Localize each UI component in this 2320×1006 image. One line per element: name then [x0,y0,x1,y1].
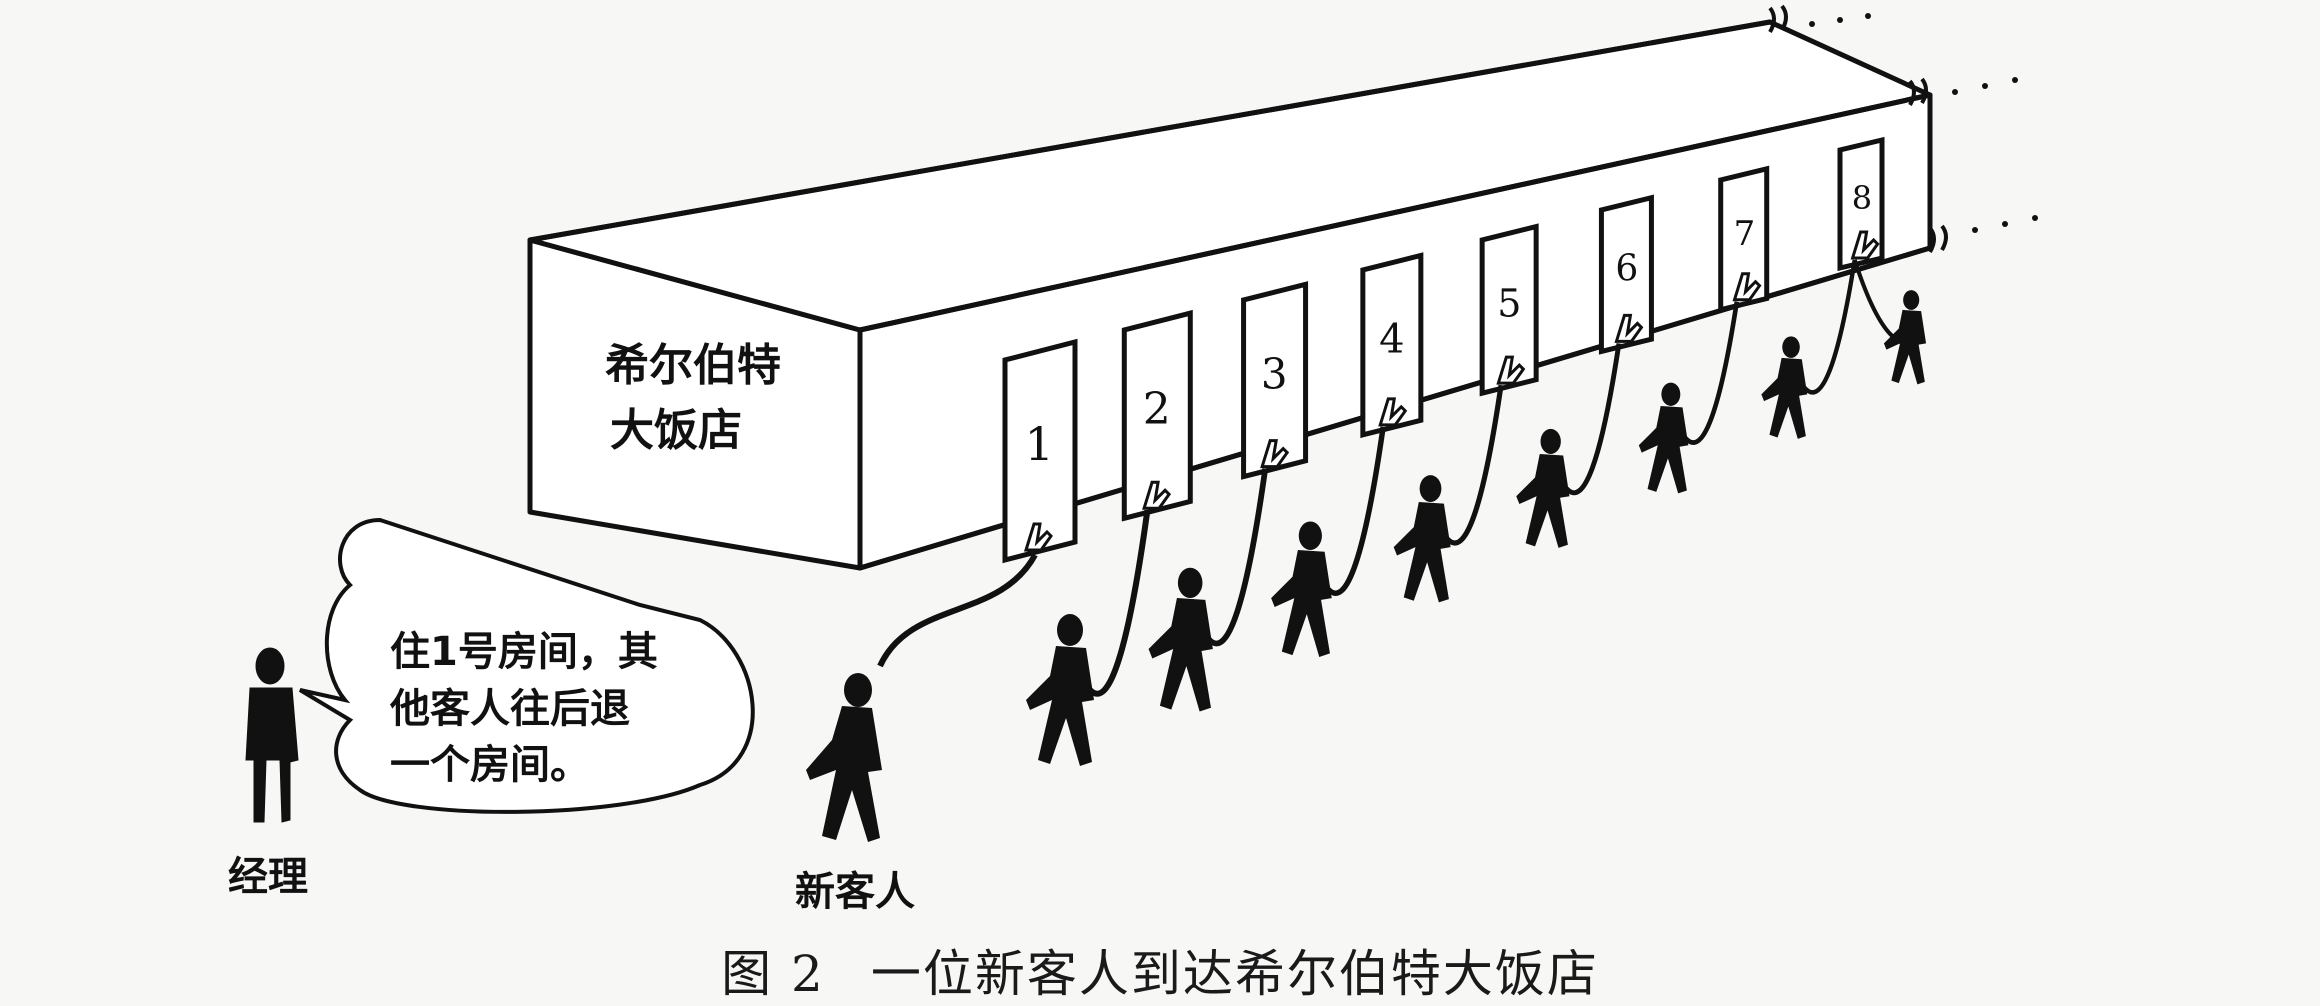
roof-front-edge [857,92,1933,333]
room-doors: 1 2 3 4 5 6 7 8 [1002,136,1885,564]
pointing-hand-icon [1142,480,1172,510]
guest-chain [1087,509,1151,697]
guest-figure [1761,336,1808,439]
speech-line3: 一个房间。 [390,742,590,788]
door-number: 8 [1852,179,1872,217]
guest-figure [1271,521,1332,657]
door-frame [1002,338,1078,564]
pointing-hand-icon [1378,397,1408,427]
hotel-name-line2: 大饭店 [610,405,742,456]
guest-figure [1883,290,1927,385]
door-number: 3 [1261,349,1288,398]
new-guest-label: 新客人 [795,869,915,915]
caption-text: 一位新客人到达希尔伯特大饭店 [870,945,1599,1003]
room-door: 6 [1598,194,1654,355]
manager-label: 经理 [228,854,308,900]
door-frame [1121,309,1193,522]
door-number: 7 [1734,214,1756,254]
door-frame [1479,223,1539,397]
guest-figure [1638,382,1689,494]
door-frame [1360,252,1424,439]
pointing-hand-icon [1850,230,1880,260]
guest-chain [1326,426,1386,596]
roof-back-edge [527,19,1773,243]
hotel-name-line1: 希尔伯特 [605,340,781,391]
infinite-continuation [1768,4,1948,253]
speech-line2: 他客人往后退 [389,686,630,732]
guest-chain [1445,384,1504,546]
figure-caption: 图 2 一位新客人到达希尔伯特大饭店 [0,934,2320,1006]
speech-line1: 住1号房间，其 [390,629,658,675]
guest-chain [1683,301,1740,445]
guest-figure [1148,567,1213,712]
pointing-hand-icon [1023,522,1053,552]
guest-chain [1564,343,1622,496]
ellipsis-dots [1809,13,2038,233]
speech-bubble [298,517,755,814]
door-number: 2 [1143,384,1171,435]
caption-number: 图 2 [721,945,825,1003]
room-door: 5 [1479,223,1539,397]
door-number: 1 [1025,417,1054,471]
door-number: 4 [1379,316,1404,362]
guest-figure [1393,475,1451,603]
room-door: 3 [1241,281,1309,480]
door-frame [1837,136,1885,272]
room-door: 7 [1718,165,1770,313]
room-door: 1 [1002,338,1078,564]
pointing-hand-icon [1260,439,1290,469]
door-frame [1241,281,1309,480]
new-guest-figure [806,673,882,842]
door-number: 5 [1497,282,1521,326]
pointing-hand-icon [1732,272,1762,302]
room-door: 8 [1837,136,1885,272]
door-frame [1718,165,1770,313]
pointing-hand-icon [1496,355,1526,385]
door-number: 6 [1615,249,1638,290]
manager-figure [245,647,299,823]
door-frame [1598,194,1654,355]
guest-chain [1852,259,1925,346]
room-door: 2 [1121,309,1193,522]
guest-figure [1026,614,1094,766]
pointing-hand-icon [1614,313,1644,343]
room-door: 4 [1360,252,1424,439]
guest-chain [1207,468,1269,647]
guests [1026,259,1927,766]
new-guest-chain [877,553,1038,668]
guest-figure [1516,428,1570,548]
guest-chain [1802,259,1857,395]
